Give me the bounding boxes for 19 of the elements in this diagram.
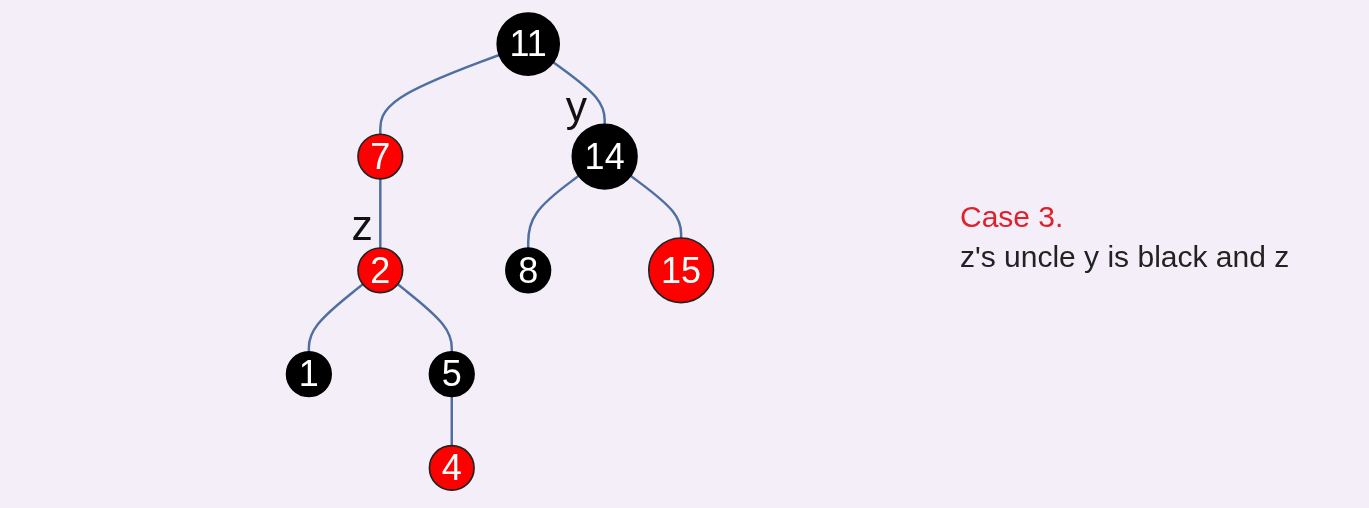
tree-edge: [379, 53, 500, 135]
tree-edge: [527, 174, 580, 248]
tree-node: 5: [428, 351, 475, 398]
tree-edge: [629, 174, 683, 238]
tree-edge: [397, 283, 453, 352]
tree-node: 2: [357, 247, 404, 294]
tree-node: 15: [647, 237, 715, 304]
tree-edge: [307, 283, 364, 352]
tree-node: 8: [505, 247, 552, 294]
node-annotation: z: [351, 201, 373, 250]
tree-edge: [552, 61, 606, 125]
case-heading: Case 3.: [960, 200, 1065, 234]
tree-node: 1: [285, 351, 332, 398]
tree-node: 7: [357, 133, 404, 180]
tree-edge: [450, 396, 453, 446]
tree-edge: [379, 178, 382, 248]
case-description: z's uncle y is black and z: [960, 240, 1291, 274]
tree-node: 11: [496, 12, 561, 76]
tree-node: 4: [428, 444, 475, 491]
